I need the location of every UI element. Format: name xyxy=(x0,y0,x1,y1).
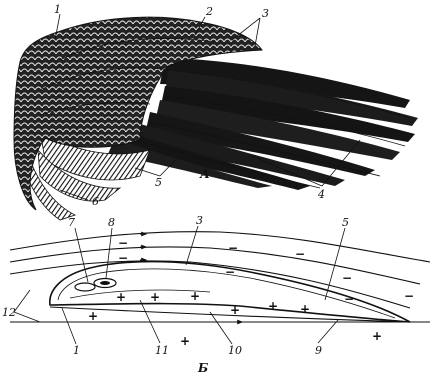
svg-text:+: + xyxy=(190,289,200,303)
label-8-profile: 8 xyxy=(108,216,115,229)
bone-element-7 xyxy=(75,283,95,291)
airfoil-diagram: − − − − − − − − + + + + + + + + + xyxy=(2,214,430,375)
svg-text:+: + xyxy=(372,329,382,343)
svg-text:+: + xyxy=(268,299,278,313)
svg-text:−: − xyxy=(228,241,238,255)
streamline-upper-1 xyxy=(10,232,430,262)
svg-text:−: − xyxy=(225,265,235,279)
svg-text:−: − xyxy=(295,247,305,261)
svg-text:+: + xyxy=(116,290,126,304)
label-11-profile: 11 xyxy=(155,344,169,357)
label-1-wing: 1 xyxy=(54,3,61,16)
label-1-profile: 1 xyxy=(73,344,80,357)
svg-text:−: − xyxy=(404,289,414,303)
bird-wing-illustration: 1 2 3 4 5 6 А xyxy=(14,3,418,220)
label-5-wing: 5 xyxy=(155,176,162,189)
svg-text:−: − xyxy=(344,292,354,306)
label-2-wing: 2 xyxy=(205,5,213,18)
label-5-profile: 5 xyxy=(342,216,349,229)
label-9-profile: 9 xyxy=(315,344,322,357)
label-10-profile: 10 xyxy=(228,344,242,357)
caption-b: Б xyxy=(197,361,208,375)
label-6-wing: 6 xyxy=(92,195,99,208)
caption-a: А xyxy=(199,167,210,181)
svg-text:+: + xyxy=(230,303,240,317)
svg-text:+: + xyxy=(88,309,98,323)
svg-text:−: − xyxy=(342,271,352,285)
svg-text:−: − xyxy=(118,251,128,265)
label-3-wing: 3 xyxy=(262,7,269,20)
svg-text:−: − xyxy=(118,236,128,250)
label-12-profile: 12 xyxy=(2,306,16,319)
label-4-wing: 4 xyxy=(317,188,325,201)
svg-text:+: + xyxy=(150,290,160,304)
svg-text:+: + xyxy=(180,334,190,348)
svg-text:+: + xyxy=(300,302,310,316)
label-3-profile: 3 xyxy=(196,214,203,227)
label-7-profile: 7 xyxy=(68,216,75,229)
